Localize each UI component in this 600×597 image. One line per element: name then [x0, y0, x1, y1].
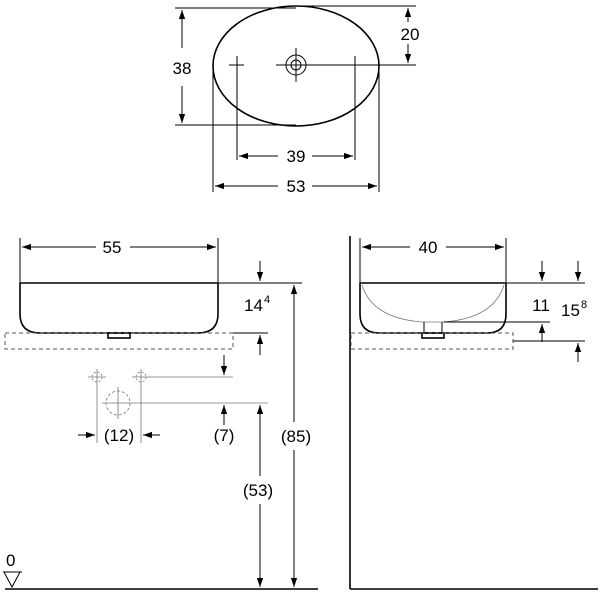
supply-hole-left-marker	[88, 369, 106, 443]
tap-spacing-label: 39	[287, 147, 306, 166]
tap-hole-left-marker	[229, 56, 244, 160]
dimension-inner-depth: 11	[444, 261, 585, 342]
dimension-depth: 38	[173, 7, 296, 126]
dimension-bowl-height: 14 4	[218, 261, 302, 355]
bowl-height-sup: 4	[264, 294, 270, 306]
overall-height-sup: 8	[581, 299, 587, 311]
dimension-counter-height: (53)	[243, 405, 273, 587]
drain-outlet-marker	[102, 387, 268, 419]
hole-spacing-label: (12)	[104, 426, 134, 445]
drain-valve-side	[421, 332, 445, 339]
drain-symbol	[276, 48, 316, 82]
side-width-label: 40	[419, 238, 438, 257]
drain-offset-label: 20	[401, 25, 420, 44]
drain-valve-front	[107, 332, 131, 339]
hole-offset-label: (7)	[214, 426, 235, 445]
counter-height-label: (53)	[243, 481, 273, 500]
basin-bowl-inner	[361, 284, 505, 323]
tap-hole-right-marker	[347, 56, 363, 160]
dimension-hole-spacing: (12)	[78, 426, 160, 445]
dimension-total-height: (85)	[281, 285, 311, 587]
dimension-hole-offset: (7)	[214, 355, 235, 445]
basin-body-side	[359, 282, 507, 334]
floor-level-marker: 0	[3, 551, 22, 589]
dimension-overall-height: 15 8	[513, 261, 587, 362]
basin-body-front	[19, 282, 219, 334]
overall-height-label: 15	[561, 301, 580, 320]
supply-hole-right-marker	[132, 369, 233, 443]
drain-neck-side	[423, 322, 443, 333]
dimension-side-width: 40	[359, 238, 507, 282]
dimension-top-width: 53	[212, 70, 380, 196]
front-view: 55 14 4	[3, 238, 318, 590]
countertop-front	[4, 332, 234, 350]
top-width-label: 53	[287, 177, 306, 196]
dimension-front-width: 55	[19, 238, 219, 282]
countertop-side	[350, 332, 514, 350]
floor-level-label: 0	[6, 551, 15, 570]
dimension-tap-spacing: 39	[239, 147, 353, 166]
inner-depth-label: 11	[532, 296, 550, 315]
bowl-height-label: 14	[244, 296, 263, 315]
dimension-drain-offset: 20	[296, 5, 420, 66]
side-view: 40 11 15 8	[349, 236, 598, 590]
depth-label: 38	[173, 59, 192, 78]
top-view: 38 20 39 53	[173, 5, 420, 196]
total-height-label: (85)	[281, 427, 311, 446]
front-width-label: 55	[103, 238, 122, 257]
